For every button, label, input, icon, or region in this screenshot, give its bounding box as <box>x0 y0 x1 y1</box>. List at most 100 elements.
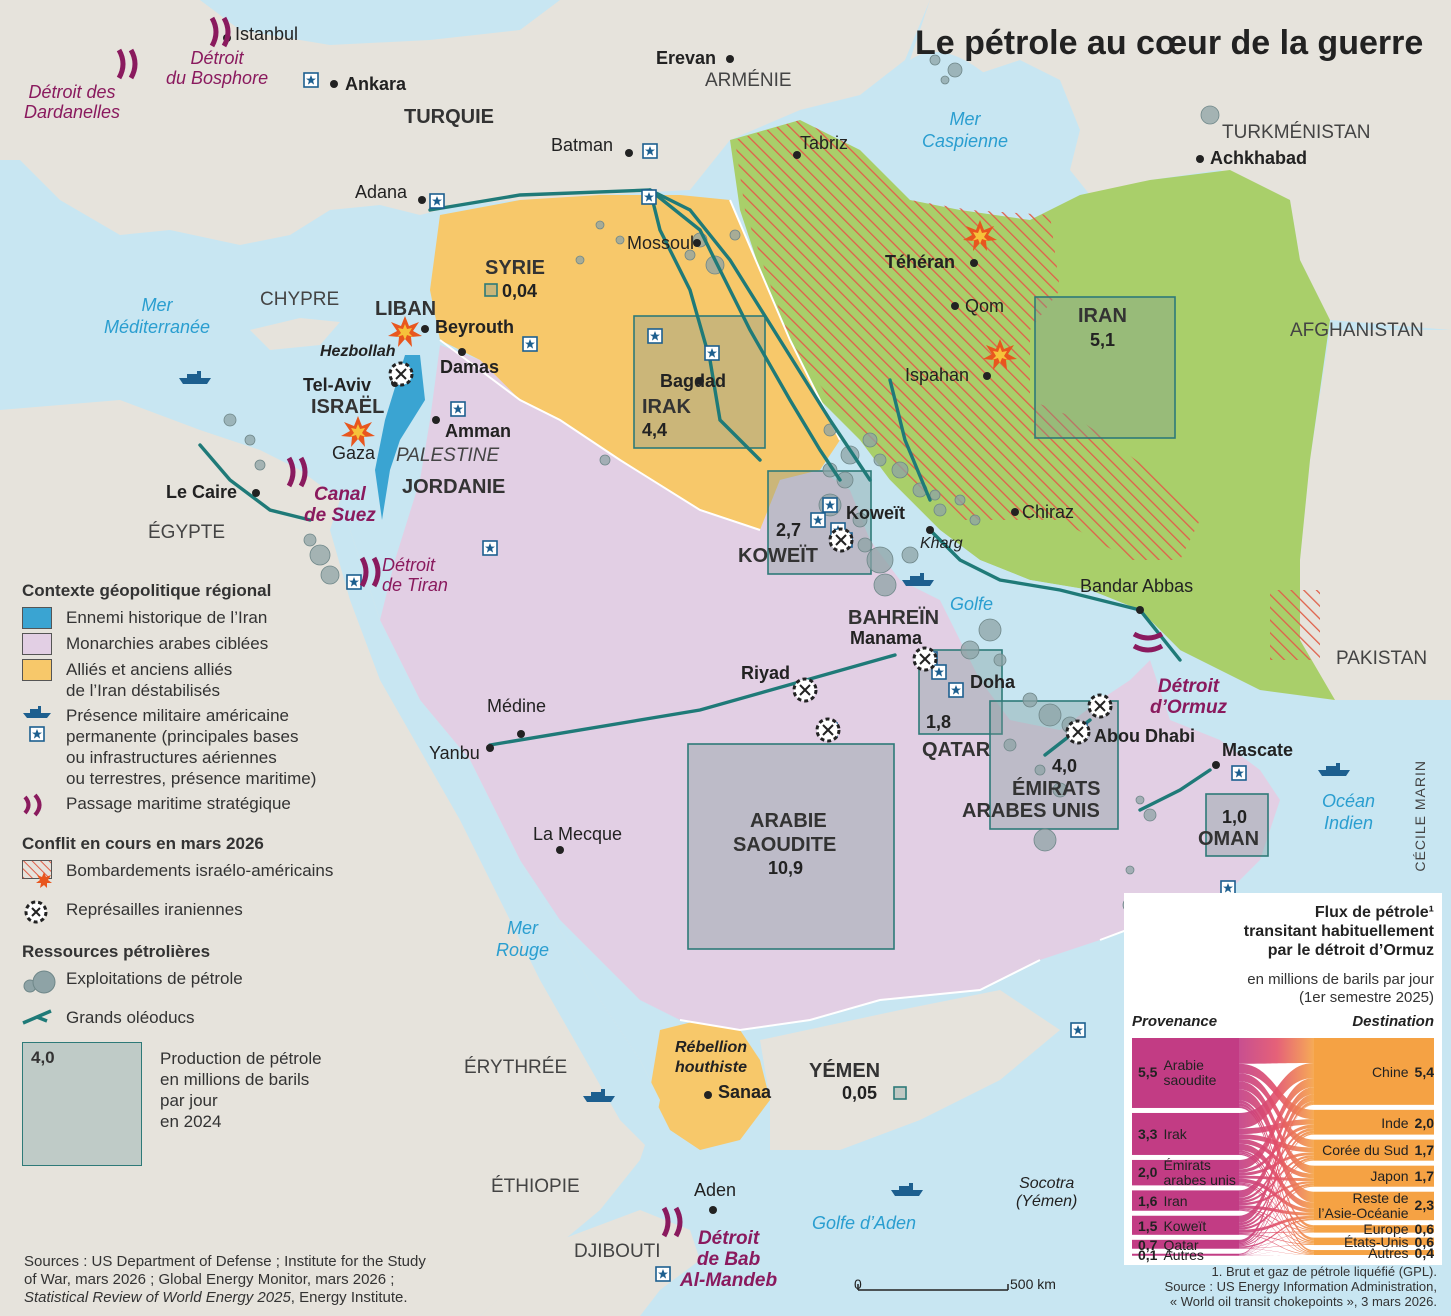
label-bandarabbas: Bandar Abbas <box>1080 576 1194 596</box>
flow-ribbon <box>1239 1150 1314 1230</box>
label-tiran-2: de Tiran <box>382 575 448 595</box>
yemen-east <box>760 990 1060 1150</box>
legend-allies-1: Alliés et anciens alliés <box>66 660 233 679</box>
label-yanbu: Yanbu <box>429 743 480 763</box>
label-aden: Aden <box>694 1180 737 1200</box>
flow-ribbon <box>1239 1094 1314 1223</box>
label-sanaa: Sanaa <box>718 1082 772 1102</box>
flow-item-name-1: Qatar <box>1163 1236 1199 1253</box>
label-egypte: ÉGYPTE <box>148 522 226 543</box>
note-2: Source : US Energy Information Administr… <box>1164 1279 1437 1294</box>
flow-ribbon <box>1239 1215 1314 1233</box>
label-chypre: CHYPRE <box>260 289 340 310</box>
label-bosphore: Détroit du Bosphore <box>166 48 268 88</box>
flow-item-value: 3,3 <box>1138 1126 1158 1143</box>
label-bab-2: de Bab <box>696 1249 761 1270</box>
flow-ribbon <box>1239 1248 1314 1255</box>
flow-ribbon <box>1239 1130 1314 1226</box>
flow-item-name-1: Arabie <box>1163 1056 1204 1073</box>
label-damas: Damas <box>440 357 500 377</box>
label-pakistan: PAKISTAN <box>1336 648 1428 669</box>
label-socotra-2: (Yémen) <box>1016 1193 1078 1210</box>
flow-ribbon <box>1239 1244 1314 1256</box>
legend-militaire-2: permanente (principales bases <box>66 727 299 746</box>
flow-item-value: 2,0 <box>1138 1164 1158 1181</box>
flow-title-3: par le détroit d’Ormuz <box>1267 942 1434 959</box>
prod-box-oman <box>1205 793 1269 857</box>
flow-item-value: 0,6 <box>1414 1221 1434 1238</box>
black-sea <box>200 0 560 45</box>
flow-destination-header: Destination <box>1352 1013 1434 1030</box>
prod-box-syria <box>484 283 498 297</box>
gulf-monarchies-territory <box>380 345 1280 1030</box>
flow-ribbon <box>1239 1232 1314 1256</box>
flow-ribbon <box>1239 1183 1314 1230</box>
flow-item-value: 1,5 <box>1138 1217 1158 1234</box>
flow-destination-bar <box>1314 1250 1434 1255</box>
label-medit-1: Mer <box>141 295 173 315</box>
label-ocean-indien: Océan Indien <box>1322 790 1375 834</box>
flow-ribbon <box>1239 1184 1314 1254</box>
label-erevan: Erevan <box>656 48 717 68</box>
note-3: « World oil transit chokepoints », 3 mar… <box>1169 1294 1437 1309</box>
label-mer-rouge: Mer Rouge <box>496 917 549 961</box>
label-bahrein: BAHREÏN <box>848 607 940 629</box>
label-koweit: KOWEÏT <box>738 545 818 567</box>
flow-destination-bar <box>1314 1191 1434 1221</box>
flow-item-name: Qatar <box>1163 1236 1199 1253</box>
flow-item-name-1: Autres <box>1163 1247 1204 1264</box>
value-irak: 4,4 <box>642 420 668 440</box>
label-afghanistan: AFGHANISTAN <box>1290 320 1424 341</box>
sources: Sources : US Department of Defense ; Ins… <box>24 1253 484 1307</box>
city-dots <box>223 34 1220 1214</box>
legend-section-geopolitique: Contexte géopolitique régional <box>22 581 272 600</box>
flow-title-2: transitant habituellement <box>1243 923 1434 940</box>
flow-sub-1: en millions de barils par jour <box>1247 971 1434 988</box>
label-suez-2: de Suez <box>304 505 376 526</box>
flow-item-name-1: Inde <box>1381 1114 1409 1131</box>
label-telaviv: Tel-Aviv <box>303 375 372 395</box>
flow-item-value: 0,4 <box>1414 1244 1434 1261</box>
legend-section-conflit: Conflit en cours en mars 2026 <box>22 834 264 853</box>
caspian-sea <box>894 52 1062 219</box>
flow-ribbon <box>1239 1186 1314 1256</box>
sources-line-3-italic: Statistical Review of World Energy 2025 <box>24 1289 291 1306</box>
label-tabriz: Tabriz <box>800 133 849 153</box>
label-manama: Manama <box>850 628 923 648</box>
label-lamecque: La Mecque <box>533 824 623 844</box>
flow-item-name: Iran <box>1163 1193 1187 1209</box>
sources-line-3-end: , Energy Institute. <box>290 1289 408 1306</box>
label-jordanie: JORDANIE <box>402 476 506 498</box>
flow-item-name-1: États-Unis <box>1343 1233 1409 1250</box>
label-kharg: Kharg <box>920 535 963 552</box>
sources-line-1: Sources : US Department of Defense ; Ins… <box>24 1253 426 1270</box>
label-bab-3: Al-Mandeb <box>680 1270 778 1291</box>
flow-item-name: Autres <box>1163 1248 1203 1263</box>
label-golfe: Golfe <box>950 594 994 614</box>
flow-source-bar <box>1132 1253 1239 1256</box>
flow-source-bar <box>1132 1159 1239 1186</box>
flow-item-name: Autres <box>1368 1245 1408 1261</box>
flow-ribbon <box>1239 1160 1314 1255</box>
flow-item-name-2: arabes unis <box>1163 1171 1236 1188</box>
legend-ennemi: Ennemi historique de l’Iran <box>22 607 458 629</box>
flow-ribbon <box>1239 1254 1314 1256</box>
label-mascate: Mascate <box>1222 740 1294 760</box>
value-emirats: 4,0 <box>1052 756 1078 776</box>
flow-ribbon <box>1239 1063 1314 1129</box>
israel-territory <box>375 355 425 520</box>
label-irak: IRAK <box>642 396 691 418</box>
label-bosphore-2: du Bosphore <box>166 68 269 88</box>
flow-item-value: 1,7 <box>1414 1142 1434 1159</box>
flow-sub-2: (1er semestre 2025) <box>1298 989 1434 1006</box>
production-sample-value: 4,0 <box>31 1048 55 1067</box>
flow-destination-bar <box>1314 1139 1434 1161</box>
